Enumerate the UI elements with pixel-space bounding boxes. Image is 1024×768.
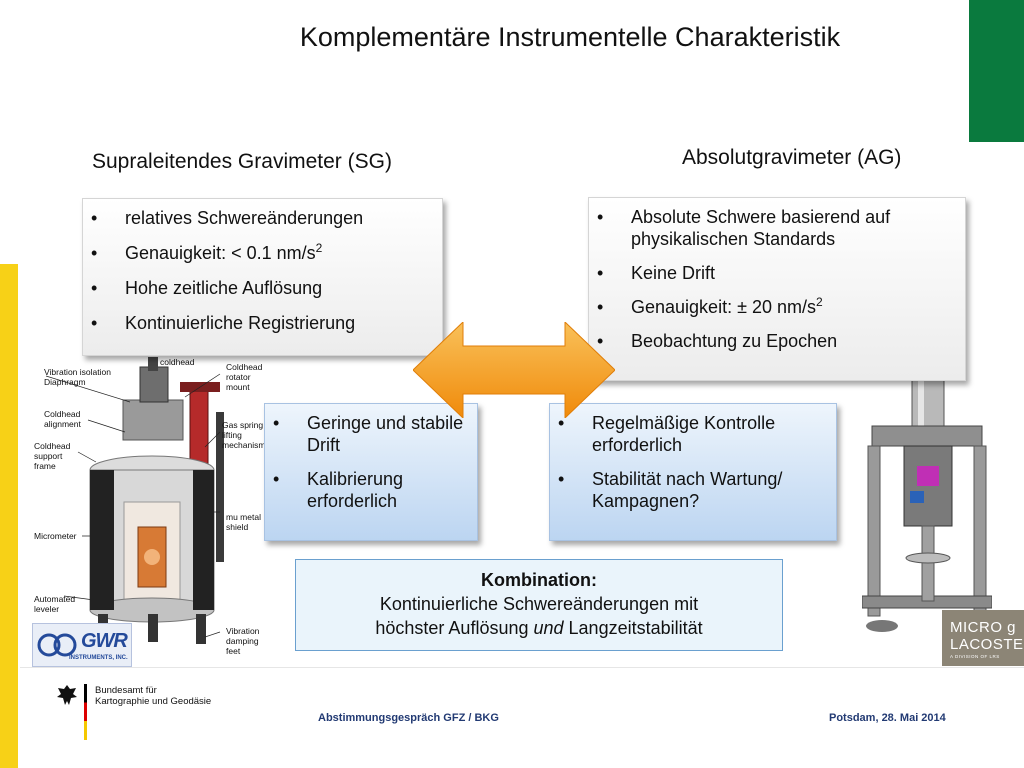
ag-limitation: •Regelmäßige Kontrolle erforderlich — [558, 413, 776, 455]
gwr-logo: GWR INSTRUMENTS, INC. — [32, 623, 132, 667]
callout-micrometer: Micrometer — [34, 531, 77, 541]
ag-bullet: •Keine Drift — [597, 263, 716, 283]
bkg-logo-text: Bundesamt für Kartographie und Geodäsie — [95, 685, 212, 707]
double-arrow-icon — [413, 322, 615, 418]
sg-limitations-box: •Geringe und stabile Drift •Kalibrierung… — [264, 403, 478, 541]
callout-gas-spring: Gas spring lifting mechanism — [222, 420, 266, 450]
combination-box: Kombination: Kontinuierliche Schwereände… — [295, 559, 783, 651]
callout-vibration-damping: Vibration damping feet — [226, 626, 260, 656]
ag-limitation: •Stabilität nach Wartung/ Kampagnen? — [558, 469, 783, 511]
footer-left: Abstimmungsgespräch GFZ / BKG — [318, 712, 499, 724]
german-flag-bar — [84, 684, 87, 740]
callout-coldhead-rotator: Coldhead rotator mount — [226, 362, 263, 392]
ag-bullet: •Genauigkeit: ± 20 nm/s2 — [597, 295, 823, 317]
callout-automated-leveler: Automated leveler — [34, 594, 76, 614]
callout-vibration-isolation: Vibration isolation Diaphragm — [44, 367, 111, 387]
ag-features-box: •Absolute Schwere basierend auf physikal… — [588, 197, 966, 381]
ag-bullet: •Beobachtung zu Epochen — [597, 331, 838, 351]
yellow-accent-bar — [0, 264, 18, 768]
callout-coldhead-alignment: Coldhead alignment — [44, 409, 81, 429]
sg-bullet: •Kontinuierliche Registrierung — [91, 313, 356, 333]
combination-title: Kombination: — [481, 570, 597, 590]
ag-heading: Absolutgravimeter (AG) — [682, 146, 902, 169]
combination-line2: höchster Auflösung und Langzeitstabilitä… — [375, 618, 703, 638]
sg-bullet: •Hohe zeitliche Auflösung — [91, 278, 323, 298]
green-accent-bar — [969, 0, 1024, 142]
sg-bullet: •relatives Schwereänderungen — [91, 208, 364, 228]
ag-bullet: •Absolute Schwere basierend auf physikal… — [597, 207, 891, 249]
callout-coldhead: coldhead — [160, 357, 195, 367]
slide-title: Komplementäre Instrumentelle Charakteris… — [299, 22, 841, 52]
micro-g-lacoste-logo: MICRO g LACOSTE A DIVISION OF LRS — [942, 610, 1024, 666]
federal-eagle-icon — [57, 685, 77, 705]
sg-bullet: •Genauigkeit: < 0.1 nm/s2 — [91, 241, 323, 263]
footer-right: Potsdam, 28. Mai 2014 — [829, 712, 946, 724]
footer-divider — [20, 667, 1024, 668]
sg-features-box: •relatives Schwereänderungen •Genauigkei… — [82, 198, 443, 356]
gwr-logo-icon — [37, 633, 77, 657]
callout-coldhead-support: Coldhead support frame — [34, 441, 71, 471]
sg-limitation: •Kalibrierung erforderlich — [273, 469, 404, 511]
superconducting-gravimeter-illustration — [45, 357, 224, 644]
ag-limitations-box: •Regelmäßige Kontrolle erforderlich •Sta… — [549, 403, 837, 541]
callout-mu-metal: mu metal shield — [226, 512, 261, 532]
sg-heading: Supraleitendes Gravimeter (SG) — [92, 150, 392, 173]
combination-line1: Kontinuierliche Schwereänderungen mit — [379, 594, 699, 614]
sg-limitation: •Geringe und stabile Drift — [273, 413, 464, 455]
